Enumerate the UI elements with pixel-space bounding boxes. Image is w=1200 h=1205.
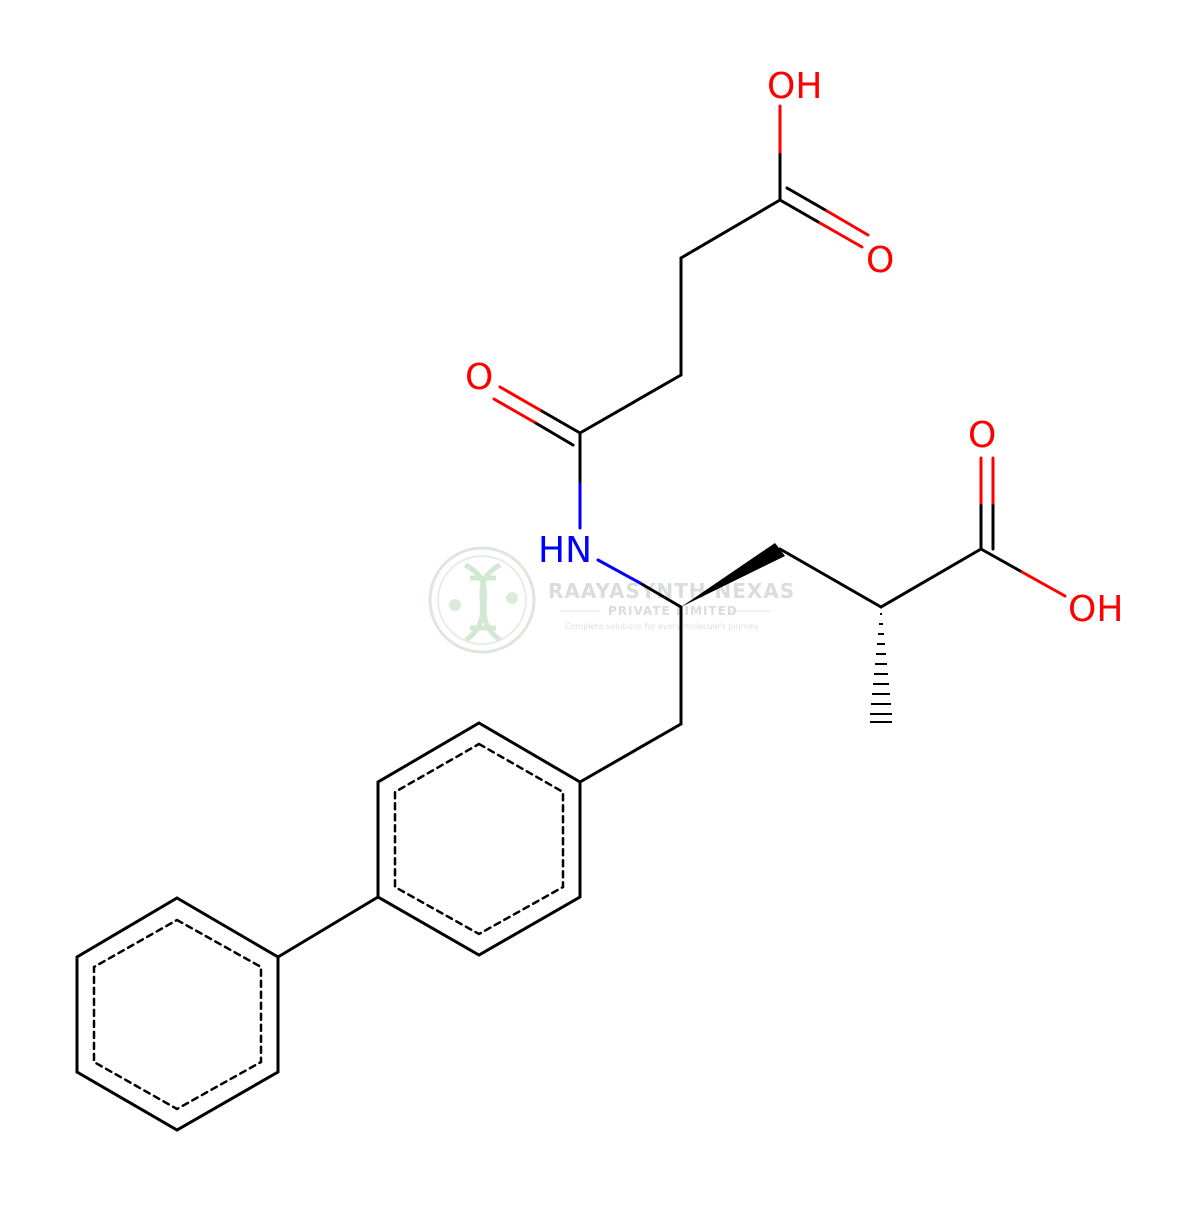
- watermark-logo-circle: [428, 546, 536, 654]
- atom-o-acid-top: O: [866, 240, 894, 281]
- amide-ch2-bond: [578, 373, 683, 435]
- atom-o-amide: O: [465, 357, 493, 398]
- atom-oh-right: OH: [1068, 589, 1123, 630]
- phenyl-ring-inner-aromatic: [393, 742, 565, 936]
- benzyl-bond: [578, 722, 683, 784]
- ch2-ch-bond: [778, 547, 883, 609]
- ch2-acid-bond: [679, 198, 782, 260]
- atom-labels: OH O O O OH HN: [465, 66, 1123, 630]
- atom-o-acid-right: O: [968, 415, 996, 456]
- phenyl-ring-terminal: [75, 896, 280, 1132]
- bonds: [75, 198, 983, 1132]
- watermark-subtitle: PRIVATE LIMITED: [608, 604, 738, 618]
- watermark-name: RAAYASYNTH NEXAS: [548, 579, 795, 603]
- dna-helix-icon: [463, 562, 502, 643]
- phenyl-ring-terminal-aromatic: [92, 918, 263, 1111]
- atom-oh-top: OH: [767, 66, 822, 107]
- wedge-bond: [681, 543, 785, 607]
- watermark: RAAYASYNTH NEXAS PRIVATE LIMITED Complet…: [428, 546, 795, 654]
- atom-nh: HN: [538, 530, 592, 571]
- hash-bond: [870, 613, 892, 723]
- biaryl-bond: [276, 895, 380, 959]
- hetero-bonds: [492, 104, 1067, 609]
- phenyl-ring-inner: [376, 721, 582, 957]
- ch-cooh-bond: [879, 547, 983, 609]
- watermark-tagline: Complete solutions for every molecule's …: [565, 622, 759, 631]
